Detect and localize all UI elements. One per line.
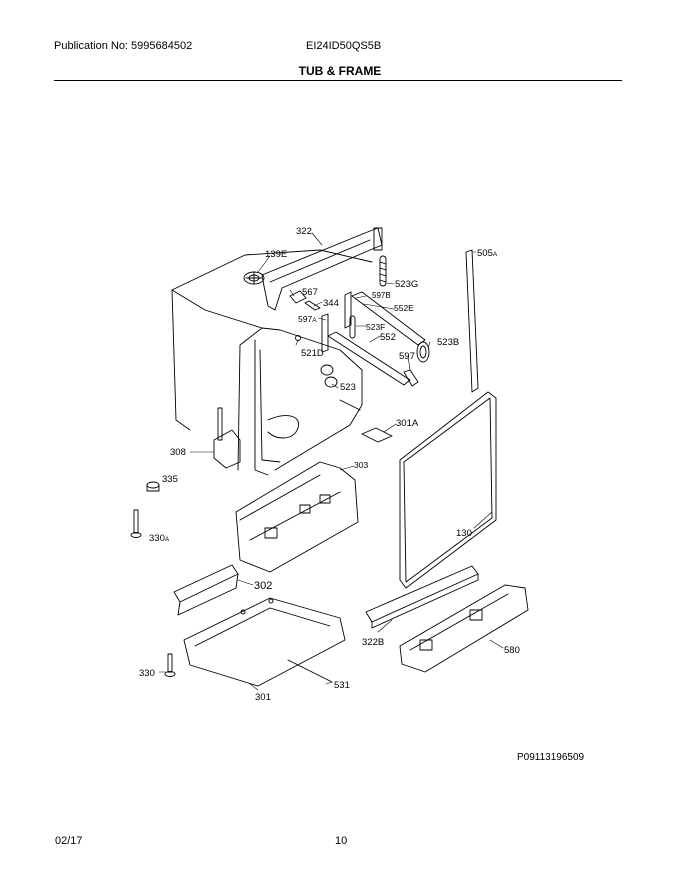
part-label-567: 567 — [302, 287, 318, 298]
part-label-301: 301 — [255, 692, 271, 703]
page-number: 10 — [335, 835, 348, 847]
spray-disc-drawing — [243, 271, 265, 285]
part-label-505a: 505A — [477, 248, 498, 259]
part-label-523b: 523B — [437, 337, 459, 348]
part-label-523: 523 — [340, 382, 356, 393]
link-597a-drawing — [321, 313, 329, 353]
rod-531-drawing — [287, 659, 333, 683]
part-label-344: 344 — [323, 298, 339, 309]
part-label-301a: 301A — [396, 418, 419, 429]
part-label-330a: 330A — [149, 533, 170, 544]
spring-523g-drawing — [379, 255, 387, 287]
door-gasket-130-drawing — [399, 391, 497, 589]
clip-567-drawing — [289, 290, 307, 304]
part-label-597: 597 — [399, 351, 415, 362]
link-597-drawing — [403, 369, 419, 387]
part-label-523g: 523G — [395, 279, 418, 290]
base-frame-303-drawing — [235, 461, 359, 573]
footer-date: 02/17 — [55, 835, 83, 847]
pad-301a-drawing — [361, 427, 393, 443]
header-divider — [54, 80, 622, 81]
top-bracket-drawing — [261, 227, 383, 311]
link-597b-drawing — [344, 291, 352, 329]
part-label-597b: 597B — [372, 291, 391, 300]
rail-552e-drawing — [351, 291, 426, 346]
part-344-drawing — [304, 300, 321, 311]
part-label-139e: 139E — [265, 249, 287, 260]
part-label-130: 130 — [456, 528, 472, 539]
leveling-leg-330a-drawing — [130, 509, 142, 538]
part-label-302: 302 — [254, 580, 272, 592]
part-label-322: 322 — [296, 226, 312, 237]
section-title: TUB & FRAME — [298, 64, 382, 78]
part-label-322b: 322B — [362, 637, 384, 648]
part-label-523f: 523F — [366, 322, 385, 332]
tub-drawing — [171, 249, 373, 476]
rail-322b-drawing — [365, 565, 479, 629]
leader-lines — [158, 232, 504, 691]
part-label-521d: 521D — [301, 348, 324, 359]
sensor-308-drawing — [213, 407, 241, 469]
part-label-308: 308 — [170, 447, 186, 458]
spring-523f-drawing — [349, 315, 356, 339]
part-label-552: 552 — [380, 332, 396, 343]
part-label-303: 303 — [354, 460, 368, 470]
part-label-597a: 597A — [298, 314, 317, 324]
part-label-330: 330 — [139, 668, 155, 679]
rail-552-drawing — [327, 331, 411, 386]
part-label-531: 531 — [334, 680, 350, 691]
foot-335-drawing — [146, 481, 160, 492]
model-number: EI24ID50QS5B — [306, 40, 382, 52]
leveling-leg-330-drawing — [164, 653, 176, 677]
rollers-523-drawing — [320, 364, 338, 388]
hinge-523b-drawing — [416, 341, 430, 363]
part-label-580: 580 — [504, 645, 520, 656]
part-label-335: 335 — [162, 474, 178, 485]
bracket-580-drawing — [399, 584, 529, 673]
publication-number: Publication No: 5995684502 — [54, 40, 193, 52]
diagram-reference: P09113196509 — [517, 752, 585, 763]
base-pan-301-drawing — [183, 597, 346, 687]
part-label-552e: 552E — [394, 303, 414, 313]
seal-strip-505a-drawing — [465, 249, 479, 393]
panel-302-drawing — [173, 564, 239, 616]
